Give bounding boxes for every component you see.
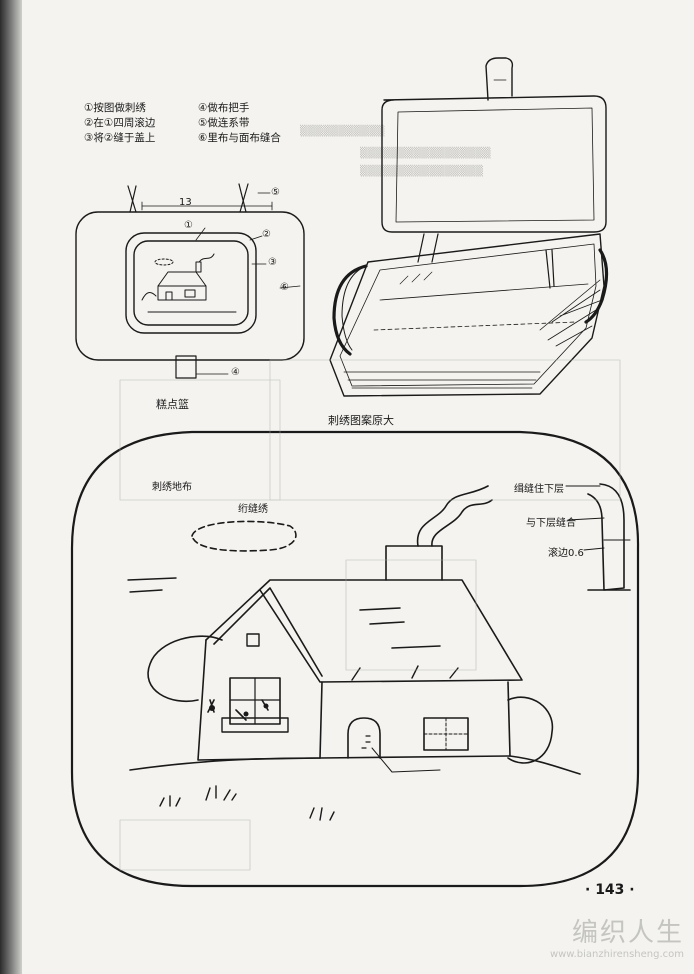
instruction-item: ⑤做连系带 [198, 117, 250, 129]
marker-label: ④ [231, 367, 240, 378]
bush-right [507, 696, 554, 764]
watermark: 编织人生 www.bianzhirensheng.com [550, 912, 684, 960]
marker-label: ⑥ [280, 282, 289, 293]
house-roof [205, 579, 523, 683]
instruction-item: ④做布把手 [198, 102, 250, 114]
stitch-label: 绗缝绣 [238, 504, 268, 515]
fabric-label: 刺绣地布 [152, 482, 192, 493]
chimney [385, 545, 443, 581]
book-binding-shadow [0, 0, 22, 974]
ground-line [129, 757, 321, 771]
marker-label: ③ [268, 257, 277, 268]
page-number: · 143 · [585, 882, 635, 898]
embroidery-pattern [70, 430, 640, 888]
instruction-item: ②在①四周滚边 [84, 117, 156, 129]
lid-embroidery-frame [125, 232, 257, 334]
dimension-label: 13 [179, 197, 192, 208]
bush-left [147, 635, 223, 702]
binding-label: 滚边0.6 [548, 548, 584, 559]
watermark-logo: 编织人生 [571, 918, 684, 948]
marker-label: ② [262, 229, 271, 240]
watermark-url: www.bianzhirensheng.com [549, 949, 684, 960]
lid-outline [75, 211, 305, 361]
embroidery-frame [70, 430, 640, 888]
marker-label: ① [184, 220, 193, 231]
embroidery-title: 刺绣图案原大 [328, 414, 394, 427]
chimney-smoke [416, 485, 489, 547]
bleed-through-text: ▒▒▒▒▒▒▒▒▒▒▒ [300, 126, 385, 137]
instruction-list: ①按图做刺绣 ④做布把手 ②在①四周滚边 ⑤做连系带 ③将②缝于盖上 ⑥里布与面… [84, 102, 318, 145]
instruction-item: ⑥里布与面布缝合 [198, 132, 281, 144]
house-door [347, 717, 381, 759]
bleed-through-text: ▒▒▒▒▒▒▒▒▒▒▒▒▒▒▒▒▒ [360, 148, 491, 159]
basket-lid [381, 95, 607, 233]
instruction-item: ③将②缝于盖上 [84, 132, 156, 144]
lid-diagram [75, 183, 305, 379]
stitch-cloud [191, 520, 297, 552]
binding-label: 缉缝住下层 [514, 484, 564, 495]
instruction-item: ①按图做刺绣 [84, 102, 146, 114]
figure-caption: 糕点篮 [156, 398, 189, 411]
basket-body [329, 233, 605, 397]
marker-label: ⑤ [271, 187, 280, 198]
lid-embroidery-inner [133, 240, 249, 326]
binding-label: 与下层缝合 [526, 518, 576, 529]
bleed-through-text: ▒▒▒▒▒▒▒▒▒▒▒▒▒▒▒▒ [360, 166, 484, 177]
basket-illustration [329, 57, 609, 397]
